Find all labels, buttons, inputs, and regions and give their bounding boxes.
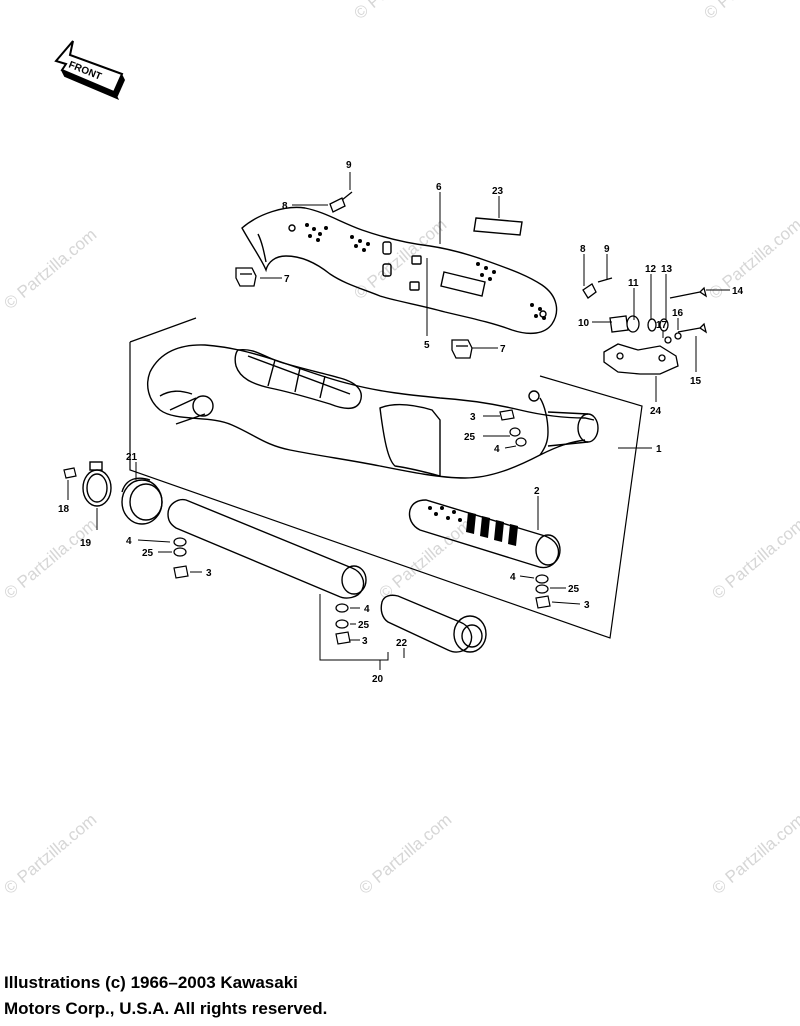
hardware-drawing — [63, 409, 551, 645]
callout-9: 9 — [604, 244, 610, 255]
watermark: © Partzilla.com — [0, 810, 100, 898]
callout-21: 20 — [372, 674, 384, 685]
copyright-line-2: Motors Corp., U.S.A. All rights reserved… — [4, 999, 328, 1018]
tail-pipe-drawing — [167, 498, 487, 653]
watermark: © Partzilla.com — [0, 225, 100, 313]
callout-3: 3 — [470, 412, 476, 423]
callout-3: 3 — [584, 600, 590, 611]
watermark: © Partzilla.com — [355, 810, 455, 898]
front-arrow-icon: FRONT — [54, 40, 125, 100]
callout-3: 3 — [362, 636, 368, 647]
callout-10: 10 — [578, 318, 590, 329]
callout-1: 1 — [656, 444, 662, 455]
copyright-line-1: Illustrations (c) 1966–2003 Kawasaki — [4, 973, 298, 992]
callout-5: 5 — [424, 340, 430, 351]
watermark-layer: © Partzilla.com © Partzilla.com © Partzi… — [0, 0, 800, 898]
label-plate — [473, 217, 523, 236]
callout-7: 7 — [500, 344, 506, 355]
callout-13: 13 — [661, 264, 673, 275]
watermark: © Partzilla.com — [700, 0, 800, 23]
callout-19: 19 — [80, 538, 92, 549]
heat-shield-drawing — [241, 206, 558, 335]
clip-drawing — [235, 267, 473, 359]
leader-lines — [67, 172, 730, 670]
callout-25: 25 — [568, 584, 580, 595]
callout-7: 7 — [284, 274, 290, 285]
baffle-drawing — [408, 499, 561, 569]
callout-4: 4 — [364, 604, 370, 615]
callout-8: 8 — [580, 244, 586, 255]
watermark: © Partzilla.com — [375, 515, 475, 603]
callout-16: 16 — [672, 308, 684, 319]
callout-25: 25 — [358, 620, 370, 631]
clamp-drawing — [82, 461, 163, 525]
callout-14: 14 — [732, 286, 744, 297]
watermark: © Partzilla.com — [0, 515, 100, 603]
callout-3: 3 — [206, 568, 212, 579]
callout-17: 17 — [656, 320, 668, 331]
callout-23: 23 — [492, 186, 504, 197]
callout-18: 18 — [58, 504, 70, 515]
muffler-drawing — [147, 344, 599, 479]
callout-2: 2 — [534, 486, 540, 497]
callout-24: 24 — [650, 406, 662, 417]
callout-4: 4 — [510, 572, 516, 583]
callout-labels: 9 8 6 23 7 5 7 8 9 11 12 13 14 10 17 16 … — [58, 160, 744, 685]
callout-20: 21 — [126, 452, 138, 463]
callout-4: 4 — [126, 536, 132, 547]
callout-25: 25 — [142, 548, 154, 559]
callout-4: 4 — [494, 444, 500, 455]
callout-6: 6 — [436, 182, 442, 193]
callout-22: 22 — [396, 638, 408, 649]
watermark: © Partzilla.com — [350, 0, 450, 23]
assembly-outline — [129, 317, 643, 639]
watermark: © Partzilla.com — [708, 810, 800, 898]
callout-12: 12 — [645, 264, 657, 275]
callout-15: 15 — [690, 376, 702, 387]
callout-9: 9 — [346, 160, 352, 171]
bracket-drawing — [329, 191, 708, 375]
copyright-notice: Illustrations (c) 1966–2003 Kawasaki Mot… — [4, 970, 524, 1022]
watermark: © Partzilla.com — [708, 515, 800, 603]
callout-25: 25 — [464, 432, 476, 443]
callout-8: 8 — [282, 201, 288, 212]
callout-11: 11 — [628, 278, 639, 289]
